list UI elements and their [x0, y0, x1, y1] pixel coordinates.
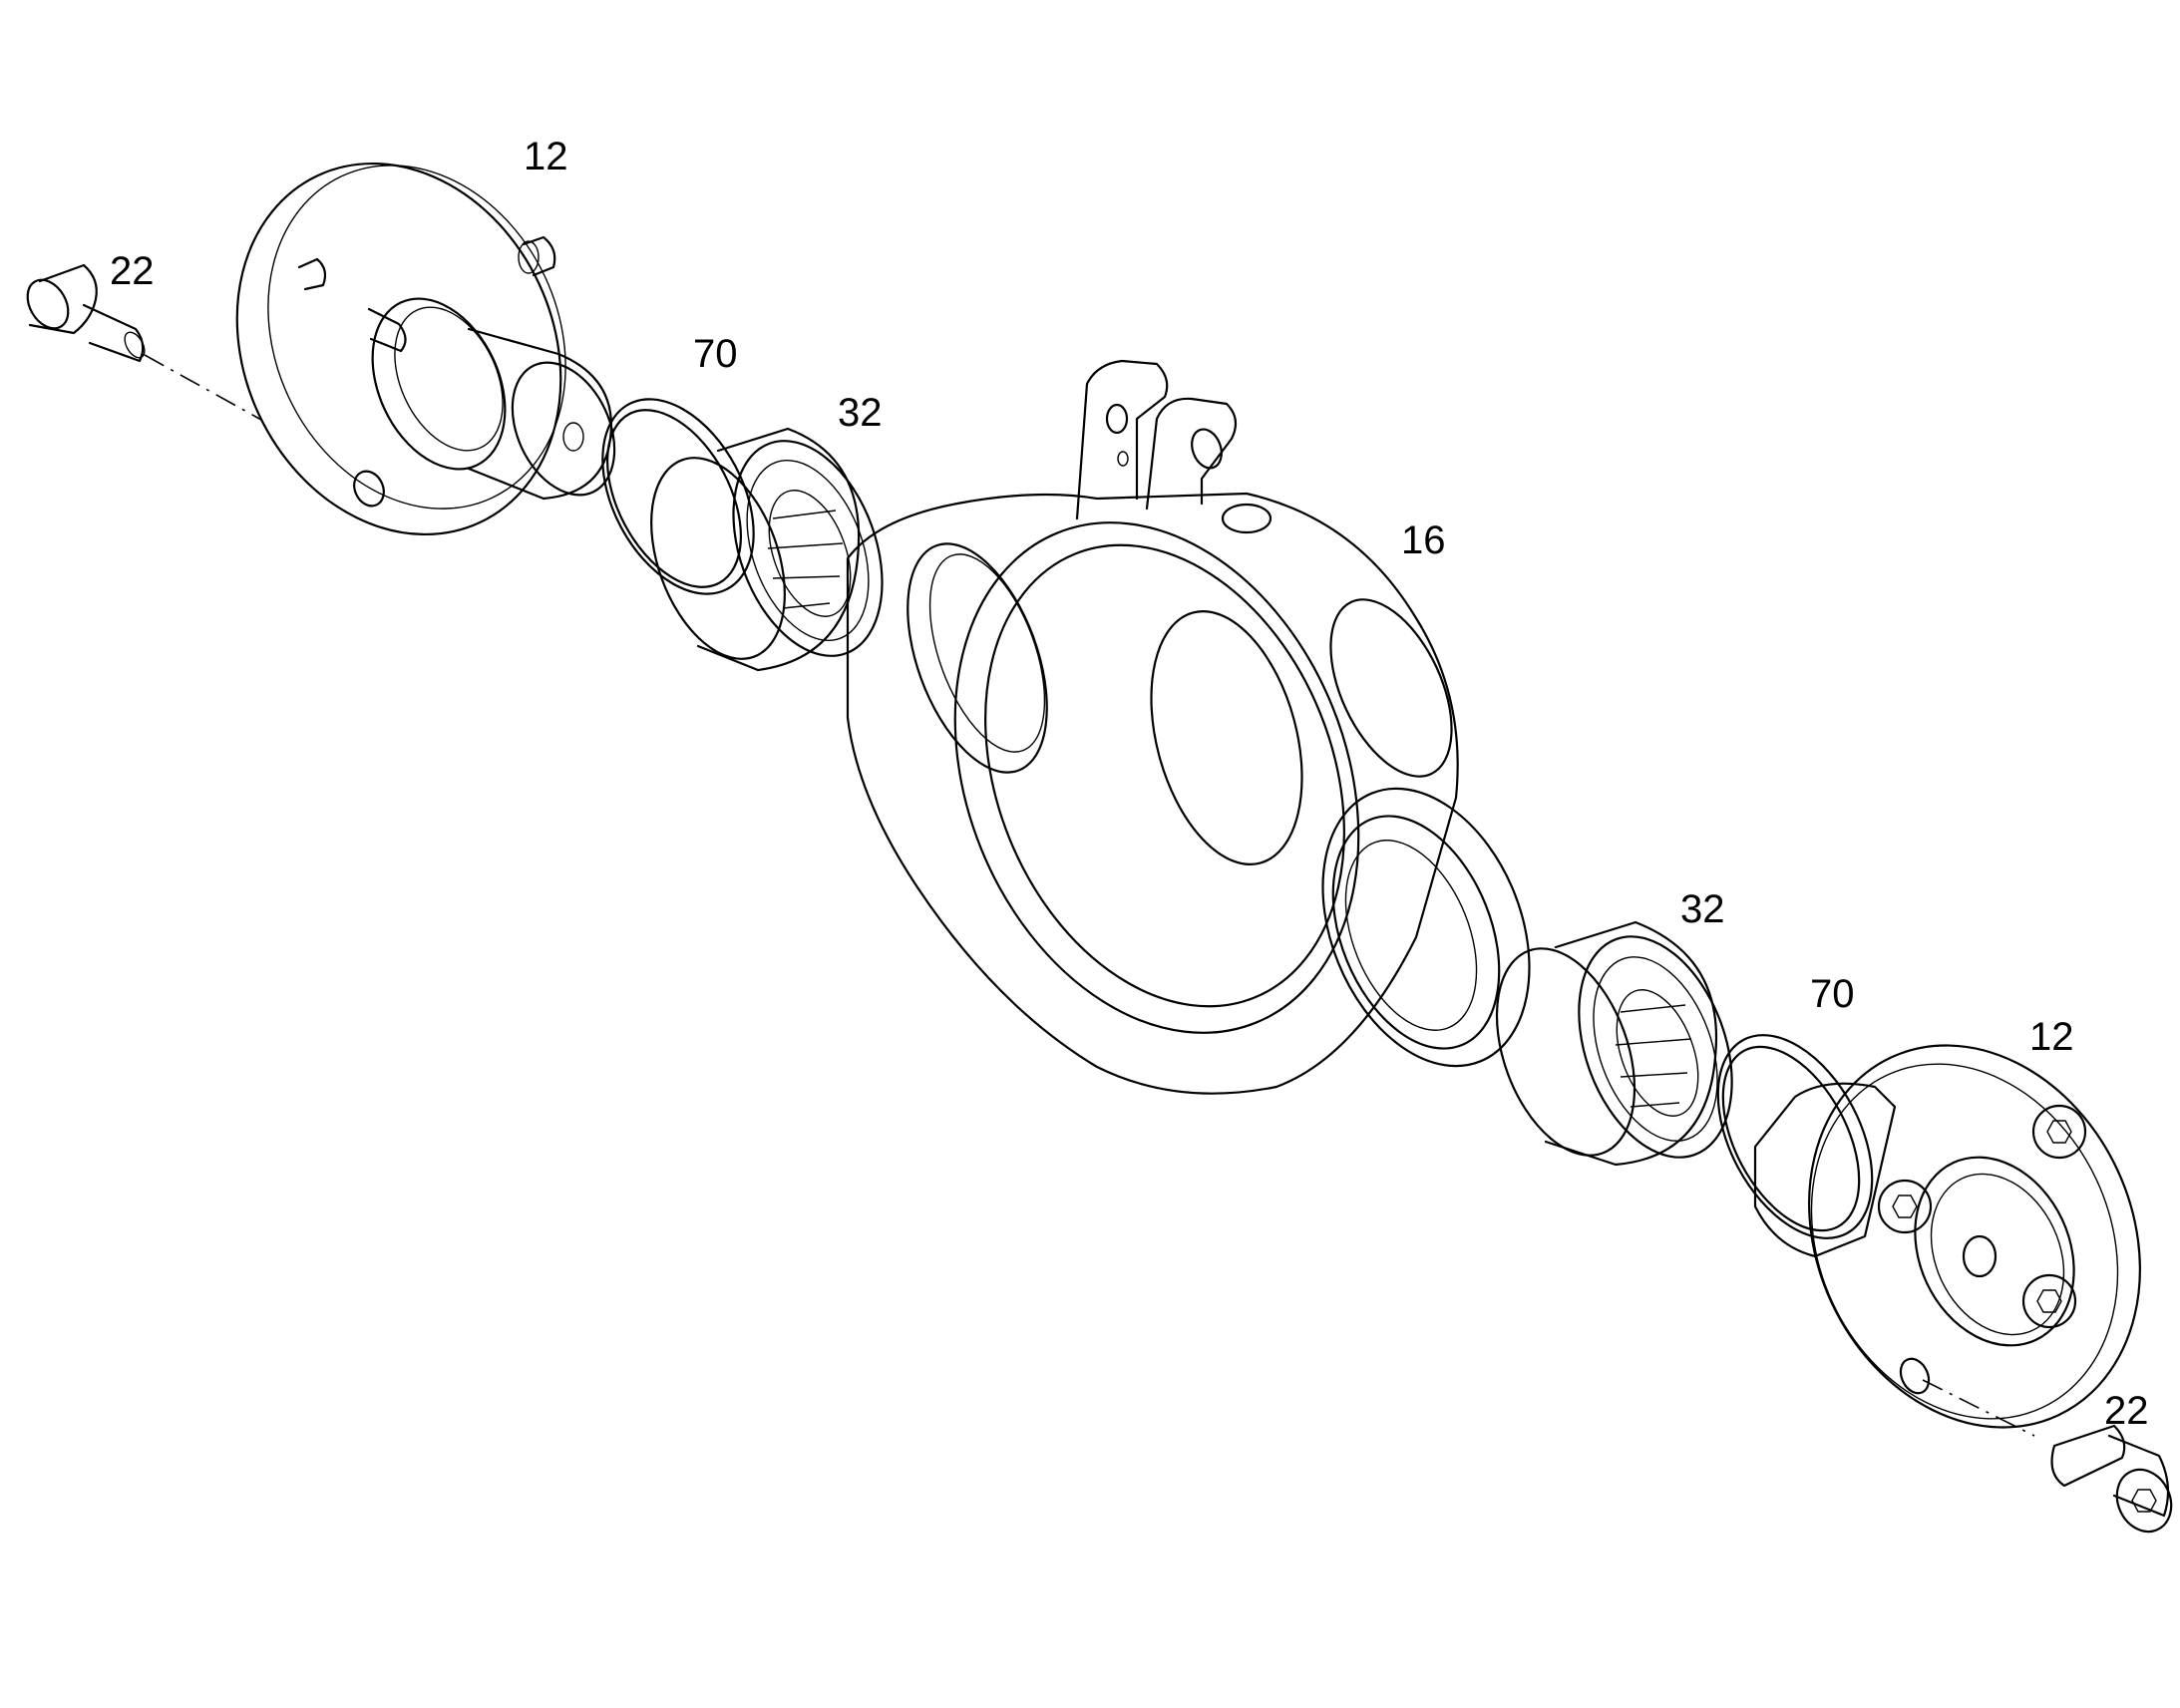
callout-oring-top: 70 [693, 332, 738, 376]
callout-bearing-top: 32 [838, 391, 883, 435]
callout-cap-top: 12 [524, 135, 568, 178]
oring-top [601, 398, 755, 595]
screw-bottom [2050, 1424, 2173, 1534]
callout-housing: 16 [1401, 518, 1446, 562]
cap-top [235, 162, 616, 536]
callout-cap-bottom: 12 [2029, 1015, 2074, 1059]
bearing-top [650, 427, 884, 672]
cap-bottom [1753, 1044, 2141, 1429]
oring-bottom [1716, 1034, 1874, 1239]
housing [846, 359, 1531, 1095]
callout-bearing-bottom: 32 [1680, 887, 1725, 931]
callout-oring-bottom: 70 [1810, 972, 1855, 1016]
screw-top [26, 263, 146, 363]
leader-line-bottom [1922, 1379, 2035, 1437]
callout-screw-top: 22 [110, 249, 155, 293]
leader-line-top [144, 354, 262, 421]
bearing-bottom [1495, 920, 1733, 1167]
callout-screw-bottom: 22 [2104, 1389, 2149, 1433]
